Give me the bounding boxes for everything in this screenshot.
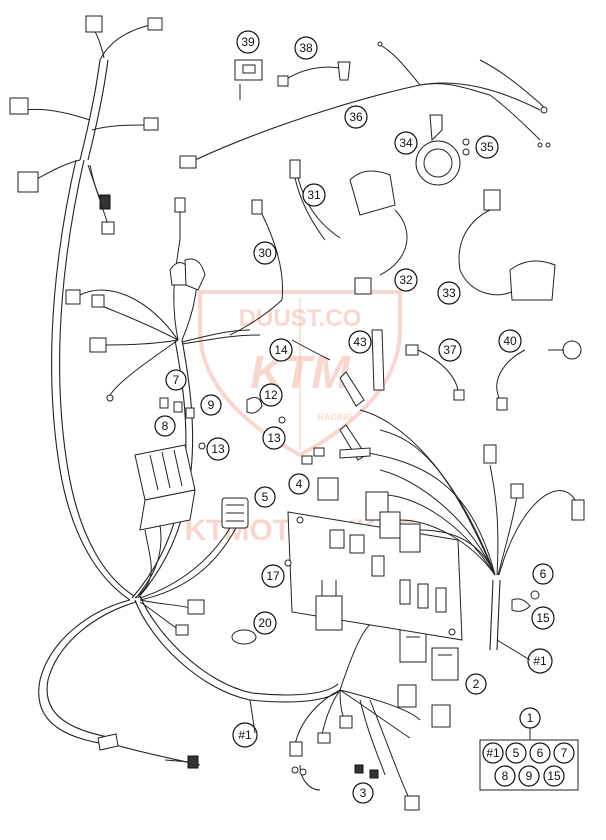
kit-key-item-5: 8	[502, 769, 509, 783]
callout-30: 30	[253, 241, 277, 265]
main-harness	[38, 59, 341, 766]
callout-13-right: 13	[262, 426, 286, 450]
callout-1-label: 1	[527, 711, 534, 725]
kit-key-item-8: 8	[494, 765, 516, 787]
callout-2: 2	[465, 673, 487, 695]
callout-39-label: 39	[241, 35, 255, 49]
callout-17-label: 17	[266, 569, 280, 583]
callout-13-left-label: 13	[211, 442, 225, 456]
callout-6-label: 6	[540, 567, 547, 581]
callout-15-label: 15	[536, 611, 550, 625]
callout-9-label: 9	[208, 398, 215, 412]
kit-key-item-6: 6	[529, 742, 551, 764]
callout-13-right-label: 13	[267, 431, 281, 445]
callout-40: 40	[498, 329, 522, 353]
callout-40-label: 40	[503, 334, 517, 348]
callout-32-label: 32	[399, 273, 413, 287]
callout-3-label: 3	[360, 786, 367, 800]
callout-3: 3	[352, 782, 374, 804]
leader-lines	[249, 639, 531, 740]
callout-2-label: 2	[473, 677, 480, 691]
callout-37: 37	[438, 338, 462, 362]
callout-43-label: 43	[353, 335, 367, 349]
callout-4: 4	[288, 473, 310, 495]
callout-harness-right: #1	[527, 648, 553, 674]
lower-left-connectors	[97, 599, 205, 769]
lower-center-cluster	[289, 619, 451, 811]
callout-12: 12	[259, 383, 283, 407]
callout-8: 8	[154, 415, 176, 437]
callout-30-label: 30	[258, 246, 272, 260]
callout-7: 7	[165, 369, 187, 391]
callout-harness-left: #1	[232, 722, 258, 748]
callout-33-label: 33	[442, 286, 456, 300]
callout-6: 6	[532, 563, 554, 585]
kit-key: #1 5 6 7 8 9 15	[479, 739, 579, 791]
callout-13-left: 13	[206, 437, 230, 461]
watermark-top-text: DUUST.CO	[239, 305, 362, 332]
kit-key-item-5: 5	[505, 742, 527, 764]
kit-key-item-harness: #1	[482, 742, 504, 764]
upper-right-parts	[179, 41, 582, 411]
callout-34: 34	[394, 131, 418, 155]
callout-35-label: 35	[480, 140, 494, 154]
callout-17: 17	[261, 564, 285, 588]
callout-harness-right-label: #1	[533, 654, 547, 668]
callout-38-label: 38	[299, 41, 313, 55]
kit-key-item-1: #1	[486, 746, 500, 760]
callout-4-label: 4	[296, 477, 303, 491]
callout-31: 31	[302, 183, 326, 207]
part-connector-block	[139, 497, 249, 601]
kit-key-item-15: 15	[543, 765, 565, 787]
callout-20-label: 20	[258, 616, 272, 630]
kit-key-item-7: 15	[547, 769, 561, 783]
callout-5: 5	[254, 486, 276, 508]
callout-1: 1	[519, 707, 541, 729]
kit-key-item-6: 9	[526, 769, 533, 783]
callout-harness-left-label: #1	[238, 728, 252, 742]
small-parts	[159, 397, 343, 645]
callout-32: 32	[394, 268, 418, 292]
callout-14: 14	[269, 338, 293, 362]
kit-key-item-9: 9	[518, 765, 540, 787]
callout-38: 38	[294, 36, 318, 60]
middle-left-connectors	[65, 197, 261, 402]
callout-8-label: 8	[162, 419, 169, 433]
callout-9: 9	[200, 394, 222, 416]
callout-15: 15	[531, 606, 555, 630]
callout-36-label: 36	[349, 110, 363, 124]
upper-left-connectors	[9, 15, 163, 235]
relays	[399, 629, 459, 681]
right-harness	[301, 371, 585, 651]
callout-35: 35	[475, 135, 499, 159]
callout-20: 20	[253, 611, 277, 635]
kit-key-item-7: 7	[553, 742, 575, 764]
callout-14-label: 14	[274, 343, 288, 357]
callout-43: 43	[348, 330, 372, 354]
fuse-box	[134, 444, 196, 599]
callout-39: 39	[236, 30, 260, 54]
callout-12-label: 12	[264, 388, 278, 402]
kit-key-item-3: 6	[537, 746, 544, 760]
callout-31-label: 31	[307, 188, 321, 202]
kit-key-item-2: 5	[513, 746, 520, 760]
watermark-racing-text: RACING	[317, 412, 353, 422]
callout-33: 33	[437, 281, 461, 305]
callout-5-label: 5	[262, 490, 269, 504]
callout-34-label: 34	[399, 136, 413, 150]
kit-key-item-4: 7	[561, 746, 568, 760]
callout-7-label: 7	[173, 373, 180, 387]
callout-37-label: 37	[443, 343, 457, 357]
callout-36: 36	[344, 105, 368, 129]
